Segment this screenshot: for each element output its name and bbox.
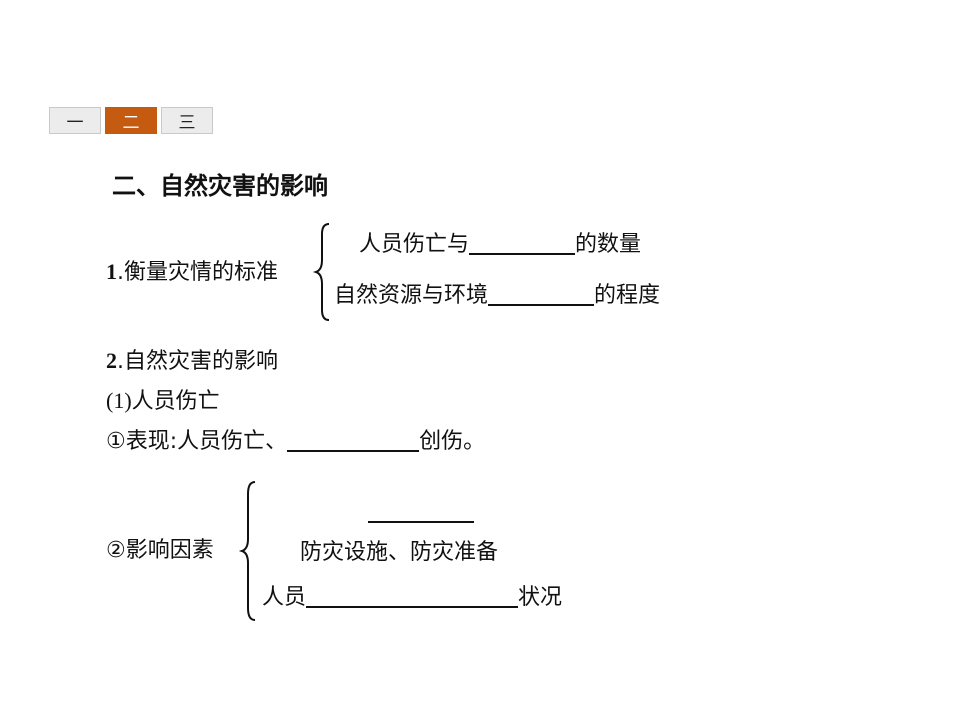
tab-3[interactable]: 三 bbox=[161, 107, 213, 134]
sub1-number: (1) bbox=[106, 388, 132, 413]
factor-3-prefix: 人员 bbox=[262, 585, 307, 610]
expression-suffix: 创伤。 bbox=[419, 429, 486, 454]
tab-1[interactable]: 一 bbox=[49, 107, 101, 134]
blank-2 bbox=[488, 284, 595, 306]
blank-5 bbox=[306, 586, 519, 608]
factor-2: 防灾设施、防灾准备 bbox=[300, 540, 499, 565]
item1-row1-prefix: 人员伤亡与 bbox=[359, 232, 470, 257]
item2-label: 2.自然灾害的影响 bbox=[106, 350, 278, 373]
item2-text: .自然灾害的影响 bbox=[117, 349, 278, 374]
item1-brace bbox=[312, 223, 330, 321]
item1-row2-prefix: 自然资源与环境 bbox=[334, 283, 489, 308]
item2-sub1: (1)人员伤亡 bbox=[106, 390, 220, 413]
item1-row1-suffix: 的数量 bbox=[575, 232, 642, 257]
item1-row2-suffix: 的程度 bbox=[594, 283, 661, 308]
expression-prefix: ①表现:人员伤亡、 bbox=[106, 429, 288, 454]
item1-label: 1.衡量灾情的标准 bbox=[106, 261, 278, 284]
item1-text: .衡量灾情的标准 bbox=[117, 260, 278, 285]
item1-number: 1 bbox=[106, 259, 117, 284]
factor-3: 人员 状况 bbox=[262, 586, 562, 609]
tab-2[interactable]: 二 bbox=[105, 107, 157, 134]
item1-row2: 自然资源与环境 的程度 bbox=[334, 284, 660, 307]
blank-1 bbox=[469, 233, 576, 255]
blank-4 bbox=[368, 521, 474, 523]
section-title: 二、自然灾害的影响 bbox=[112, 172, 328, 200]
factor-3-suffix: 状况 bbox=[518, 585, 563, 610]
blank-3 bbox=[287, 430, 420, 452]
sub1-text: 人员伤亡 bbox=[131, 389, 220, 414]
factors-label: ②影响因素 bbox=[106, 538, 214, 563]
item2-number: 2 bbox=[106, 348, 117, 373]
item1-row1: 人员伤亡与 的数量 bbox=[359, 233, 641, 256]
factors-brace bbox=[238, 481, 256, 621]
expression-row: ①表现:人员伤亡、 创伤。 bbox=[106, 430, 485, 453]
section-tabs: 一 二 三 bbox=[49, 107, 213, 134]
